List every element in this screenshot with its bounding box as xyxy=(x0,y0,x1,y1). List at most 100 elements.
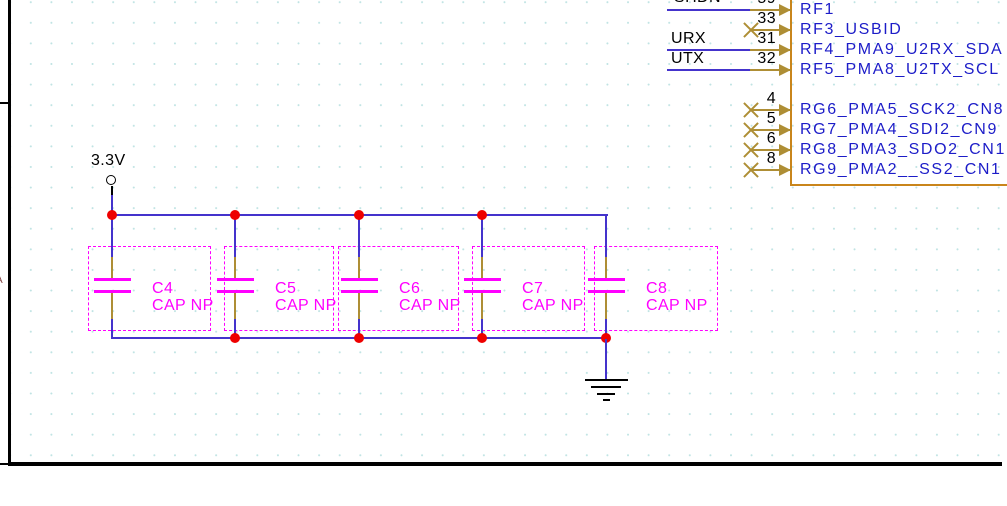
c7-value[interactable]: CAP NP xyxy=(522,297,584,314)
c7-top-lead[interactable] xyxy=(481,257,483,278)
c7-bottom-wire[interactable] xyxy=(481,319,483,338)
c8-plate-bottom[interactable] xyxy=(588,290,625,293)
c8-top-wire[interactable] xyxy=(605,214,607,258)
c4-dnp-box[interactable] xyxy=(88,246,211,331)
wire-power-feed[interactable] xyxy=(111,195,113,216)
net-label-urx[interactable]: URX xyxy=(671,29,706,47)
grid-dots xyxy=(11,0,1007,462)
c4-plate-bottom[interactable] xyxy=(94,290,131,293)
net-label-utx[interactable]: UTX xyxy=(671,49,705,67)
pin-number[interactable]: 6 xyxy=(766,129,776,147)
c4-plate-top[interactable] xyxy=(94,278,131,281)
pin-name[interactable]: RF4_PMA9_U2RX_SDA xyxy=(800,41,1004,58)
c6-refdes[interactable]: C6 xyxy=(399,280,421,297)
c8-bottom-lead[interactable] xyxy=(605,293,607,320)
c6-bottom-lead[interactable] xyxy=(358,293,360,320)
c5-top-wire[interactable] xyxy=(234,214,236,258)
c7-plate-bottom[interactable] xyxy=(464,290,501,293)
pin-stub-31[interactable] xyxy=(750,49,791,51)
power-net-label[interactable]: 3.3V xyxy=(91,151,126,169)
junction-dot[interactable] xyxy=(354,333,364,343)
c4-bottom-lead[interactable] xyxy=(111,293,113,320)
pin-stub-32[interactable] xyxy=(750,69,791,71)
pin-name[interactable]: RF3_USBID xyxy=(800,21,903,38)
junction-dot[interactable] xyxy=(230,333,240,343)
c5-refdes[interactable]: C5 xyxy=(275,280,297,297)
c4-top-wire[interactable] xyxy=(111,214,113,258)
ground-bar-3[interactable] xyxy=(597,392,615,395)
pin-number[interactable]: 33 xyxy=(757,9,776,27)
c4-value[interactable]: CAP NP xyxy=(152,297,214,314)
c5-top-lead[interactable] xyxy=(234,257,236,278)
pin-arrow-icon xyxy=(779,144,791,156)
c5-bottom-lead[interactable] xyxy=(234,293,236,320)
wire-shdn[interactable] xyxy=(667,9,751,11)
c5-dnp-box[interactable] xyxy=(224,246,334,331)
pin-stub-6[interactable] xyxy=(750,149,791,151)
c8-plate-top[interactable] xyxy=(588,278,625,281)
pin-name[interactable]: RG9_PMA2__SS2_CN1 xyxy=(800,161,1002,178)
c4-refdes[interactable]: C4 xyxy=(152,280,174,297)
ic-outline-bottom[interactable] xyxy=(790,184,1007,186)
junction-dot[interactable] xyxy=(230,210,240,220)
pin-stub-8[interactable] xyxy=(750,169,791,171)
pin-number[interactable]: 4 xyxy=(766,89,776,107)
c7-plate-top[interactable] xyxy=(464,278,501,281)
pin-stub-33[interactable] xyxy=(750,29,791,31)
pin-number[interactable]: 31 xyxy=(757,29,776,47)
pin-name[interactable]: RF1 xyxy=(800,1,836,18)
c5-plate-top[interactable] xyxy=(217,278,254,281)
junction-dot[interactable] xyxy=(354,210,364,220)
c5-plate-bottom[interactable] xyxy=(217,290,254,293)
junction-dot[interactable] xyxy=(107,210,117,220)
wire-urx[interactable] xyxy=(667,49,751,51)
sheet-border-left xyxy=(8,0,11,466)
ground-bar-2[interactable] xyxy=(591,386,621,388)
pin-number[interactable]: 5 xyxy=(766,109,776,127)
c4-bottom-wire[interactable] xyxy=(111,319,113,338)
pin-stub-59[interactable] xyxy=(750,9,791,11)
pin-number[interactable]: 59 xyxy=(716,0,776,7)
pin-name[interactable]: RG6_PMA5_SCK2_CN8 xyxy=(800,101,1005,118)
c5-value[interactable]: CAP NP xyxy=(275,297,337,314)
pin-arrow-icon xyxy=(779,104,791,116)
c7-bottom-lead[interactable] xyxy=(481,293,483,320)
c6-value[interactable]: CAP NP xyxy=(399,297,461,314)
c4-top-lead[interactable] xyxy=(111,257,113,278)
pin-name[interactable]: RF5_PMA8_U2TX_SCL xyxy=(800,61,1000,78)
wire-utx[interactable] xyxy=(667,69,751,71)
junction-dot[interactable] xyxy=(477,210,487,220)
pin-stub-5[interactable] xyxy=(750,129,791,131)
sheet-zone-label: A xyxy=(0,273,3,289)
ground-bar-1[interactable] xyxy=(585,379,628,381)
power-symbol-circle[interactable] xyxy=(106,175,116,185)
ic-outline-left[interactable] xyxy=(790,0,792,186)
c6-top-wire[interactable] xyxy=(358,214,360,258)
c7-top-wire[interactable] xyxy=(481,214,483,258)
c6-top-lead[interactable] xyxy=(358,257,360,278)
pin-name[interactable]: RG8_PMA3_SDO2_CN1 xyxy=(800,141,1006,158)
power-symbol-stem[interactable] xyxy=(111,186,113,196)
c6-plate-top[interactable] xyxy=(341,278,378,281)
junction-dot[interactable] xyxy=(477,333,487,343)
wire-ground[interactable] xyxy=(605,339,607,380)
c7-refdes[interactable]: C7 xyxy=(522,280,544,297)
junction-dot[interactable] xyxy=(601,333,611,343)
c6-plate-bottom[interactable] xyxy=(341,290,378,293)
pin-number[interactable]: 32 xyxy=(757,49,776,67)
c8-dnp-box[interactable] xyxy=(594,246,718,331)
c6-dnp-box[interactable] xyxy=(338,246,459,331)
c8-top-lead[interactable] xyxy=(605,257,607,278)
c5-bottom-wire[interactable] xyxy=(234,319,236,338)
net-label-shdn[interactable]: SHDN xyxy=(674,0,721,6)
c8-bottom-wire[interactable] xyxy=(605,319,607,338)
pin-stub-4[interactable] xyxy=(750,109,791,111)
c6-bottom-wire[interactable] xyxy=(358,319,360,338)
c8-value[interactable]: CAP NP xyxy=(646,297,708,314)
ground-bar-4[interactable] xyxy=(602,398,610,401)
pin-number[interactable]: 8 xyxy=(766,149,776,167)
c7-dnp-box[interactable] xyxy=(472,246,585,331)
pin-name[interactable]: RG7_PMA4_SDI2_CN9 xyxy=(800,121,998,138)
c8-refdes[interactable]: C8 xyxy=(646,280,668,297)
